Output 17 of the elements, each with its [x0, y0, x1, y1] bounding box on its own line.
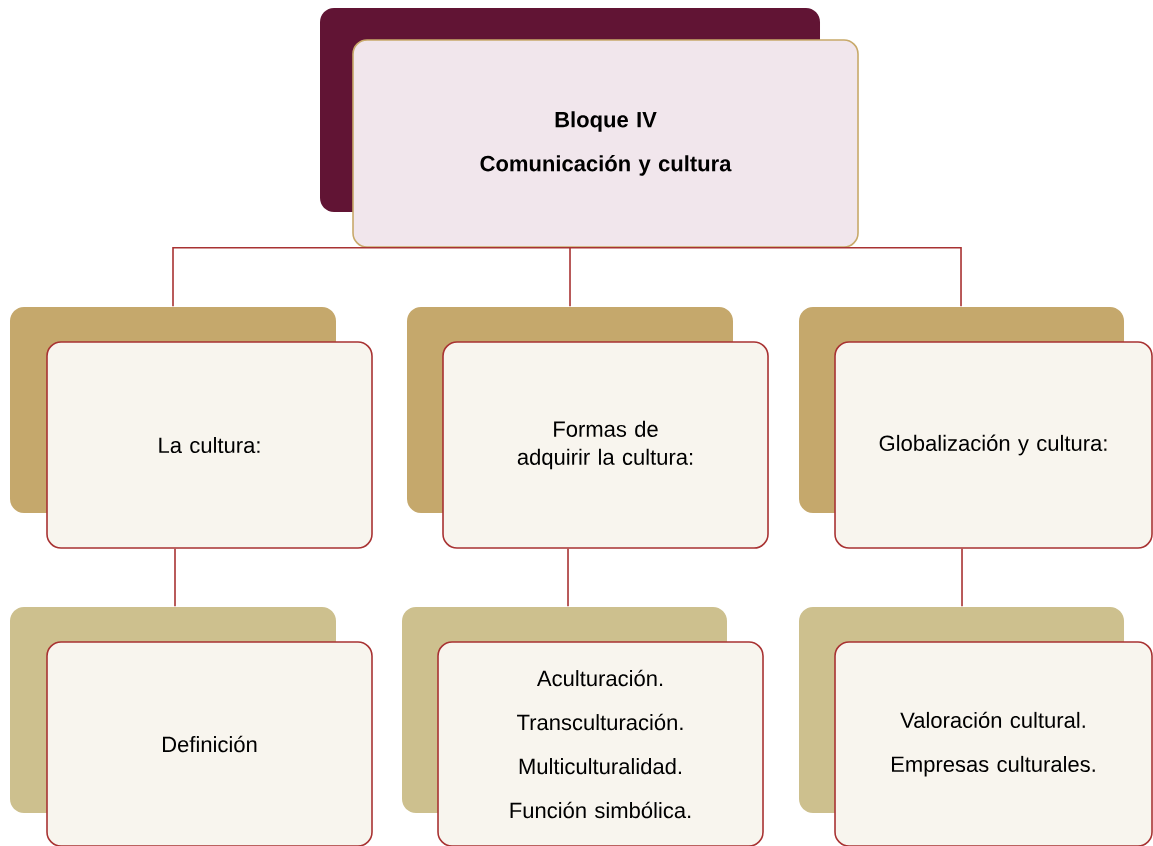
- connector-line: [172, 247, 571, 307]
- connector-line: [567, 548, 569, 607]
- connector-line: [174, 548, 176, 607]
- text-box: Bloque IV Comunicación y cultura: [352, 39, 859, 248]
- text-box: Globalización y cultura:: [834, 341, 1153, 549]
- text-box: Valoración cultural. Empresas culturales.: [834, 641, 1153, 846]
- text-box: Aculturación. Transculturación. Multiculturalidad. Función simbólica.: [437, 641, 764, 846]
- node-label: Aculturación.: [536, 669, 663, 687]
- connector-line: [569, 247, 962, 307]
- text-box: Formas de adquirir la cultura:: [442, 341, 769, 549]
- connector-line: [961, 548, 963, 607]
- text-box: La cultura:: [46, 341, 373, 549]
- text-box: Definición: [46, 641, 373, 846]
- connector-line: [569, 247, 571, 307]
- node-label: Transculturación.: [517, 713, 683, 731]
- node-label: Multiculturalidad.: [519, 758, 682, 775]
- node-label: Función simbólica.: [510, 801, 691, 819]
